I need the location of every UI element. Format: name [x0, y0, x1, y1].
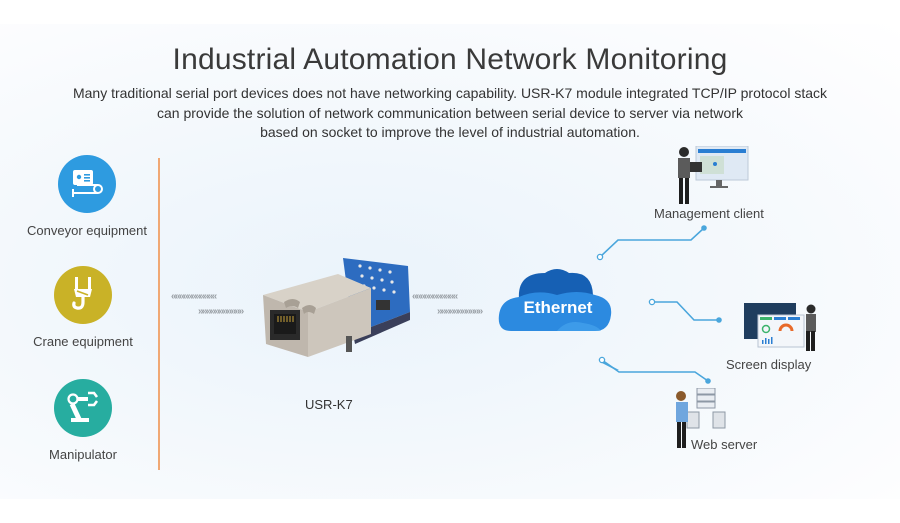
- device-conveyor: Conveyor equipment: [7, 155, 167, 238]
- background: [0, 24, 900, 499]
- robot-arm-icon: [54, 379, 112, 437]
- device-manipulator: Manipulator: [3, 379, 163, 462]
- connector-management: [599, 227, 705, 258]
- arrow-left-icon: «««««««««««: [412, 291, 458, 302]
- description-line: can provide the solution of network comm…: [157, 104, 743, 121]
- description-line: Many traditional serial port devices doe…: [72, 85, 828, 101]
- page-title: Industrial Automation Network Monitoring: [172, 43, 728, 76]
- ethernet-cloud-icon: [497, 265, 615, 335]
- connector-screen: [652, 301, 719, 321]
- management-client-icon: [670, 146, 750, 206]
- description: Many traditional serial port devices doe…: [0, 84, 900, 143]
- screen-display-icon: [744, 303, 824, 353]
- device-crane: Crane equipment: [3, 266, 163, 349]
- device-label: Conveyor equipment: [27, 223, 147, 238]
- network-connector-web: [598, 356, 711, 384]
- endpoint-label: Screen display: [726, 357, 812, 372]
- web-server-icon: [673, 388, 733, 450]
- crane-hook-icon: [54, 266, 112, 324]
- arrow-right-icon: »»»»»»»»»»»: [437, 306, 483, 317]
- ethernet-label: Ethernet: [523, 298, 593, 317]
- usr-k7-module-image: [258, 252, 418, 364]
- endpoint-label: Web server: [691, 437, 758, 452]
- conveyor-icon: [58, 155, 116, 213]
- arrow-left-icon: «««««««««««: [171, 291, 217, 302]
- endpoint-label: Management client: [654, 206, 764, 221]
- arrow-right-icon: »»»»»»»»»»»: [198, 306, 244, 317]
- description-line: based on socket to improve the level of …: [260, 124, 640, 140]
- device-label: Manipulator: [49, 447, 117, 462]
- module-label: USR-K7: [305, 397, 353, 412]
- divider-line: [158, 158, 160, 470]
- device-label: Crane equipment: [33, 334, 133, 349]
